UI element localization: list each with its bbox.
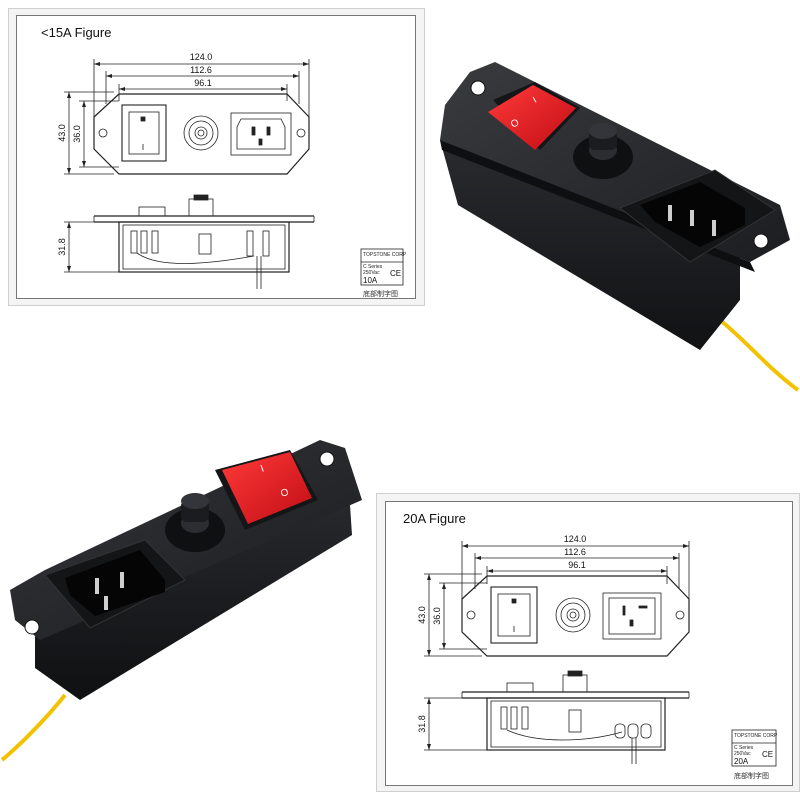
technical-drawing-top: 124.0 112.6 96.1 43.0 36.0 31.8 TOPSTONE…	[57, 52, 407, 298]
ce-mark-icon: CE	[762, 750, 773, 759]
push-button-icon	[165, 508, 225, 552]
svg-text:I: I	[531, 95, 538, 105]
dim-height-inner-bottom: 36.0	[432, 607, 442, 625]
label-series-bottom: C Series	[734, 745, 754, 751]
drawing-panel-top: <15A Figure	[8, 8, 425, 306]
ce-mark-icon: CE	[390, 269, 401, 278]
rocker-switch-icon	[488, 85, 576, 150]
dim-width-inner-bottom: 96.1	[568, 560, 586, 570]
svg-text:O: O	[509, 117, 521, 131]
yellow-cable	[718, 318, 800, 392]
dim-height-total-top: 43.0	[57, 124, 67, 142]
technical-drawing-bottom: 124.0 112.6 96.1 43.0 36.0 31.8 TOPSTONE…	[417, 534, 778, 780]
label-series-top: C Series	[363, 264, 383, 270]
caption-bottom: 底部制字图	[734, 771, 769, 780]
dim-width-total-bottom: 124.0	[564, 534, 587, 544]
caption-top: 底部制字图	[363, 289, 398, 298]
label-volt-top: 250Vac	[363, 270, 380, 276]
rocker-switch-icon	[222, 452, 312, 524]
iec-inlet-icon	[619, 169, 776, 263]
figure-title-bottom: 20A Figure	[403, 511, 466, 526]
dim-height-total-bottom: 43.0	[417, 606, 427, 624]
iec-inlet-icon	[44, 539, 186, 629]
label-rating-top: 10A	[363, 276, 378, 285]
label-brand-top: TOPSTONE CORP	[363, 252, 407, 258]
dim-depth-top: 31.8	[57, 238, 67, 256]
label-rating-bottom: 20A	[734, 757, 749, 766]
label-volt-bottom: 250Vac	[734, 751, 751, 757]
dim-width-mid-top: 112.6	[190, 65, 212, 75]
dim-width-mid-bottom: 112.6	[564, 547, 586, 557]
svg-text:I: I	[259, 464, 265, 475]
dim-width-total-top: 124.0	[190, 52, 213, 62]
svg-text:O: O	[279, 487, 290, 500]
yellow-cable	[0, 693, 67, 762]
figure-title-top: <15A Figure	[41, 25, 112, 40]
dim-height-inner-top: 36.0	[72, 125, 82, 143]
dim-depth-bottom: 31.8	[417, 715, 427, 733]
dim-width-inner-top: 96.1	[194, 78, 212, 88]
drawing-frame-top	[16, 15, 416, 299]
push-button-icon	[573, 135, 633, 179]
label-brand-bottom: TOPSTONE CORP	[734, 733, 778, 739]
drawing-panel-bottom: 20A Figure	[376, 493, 800, 792]
